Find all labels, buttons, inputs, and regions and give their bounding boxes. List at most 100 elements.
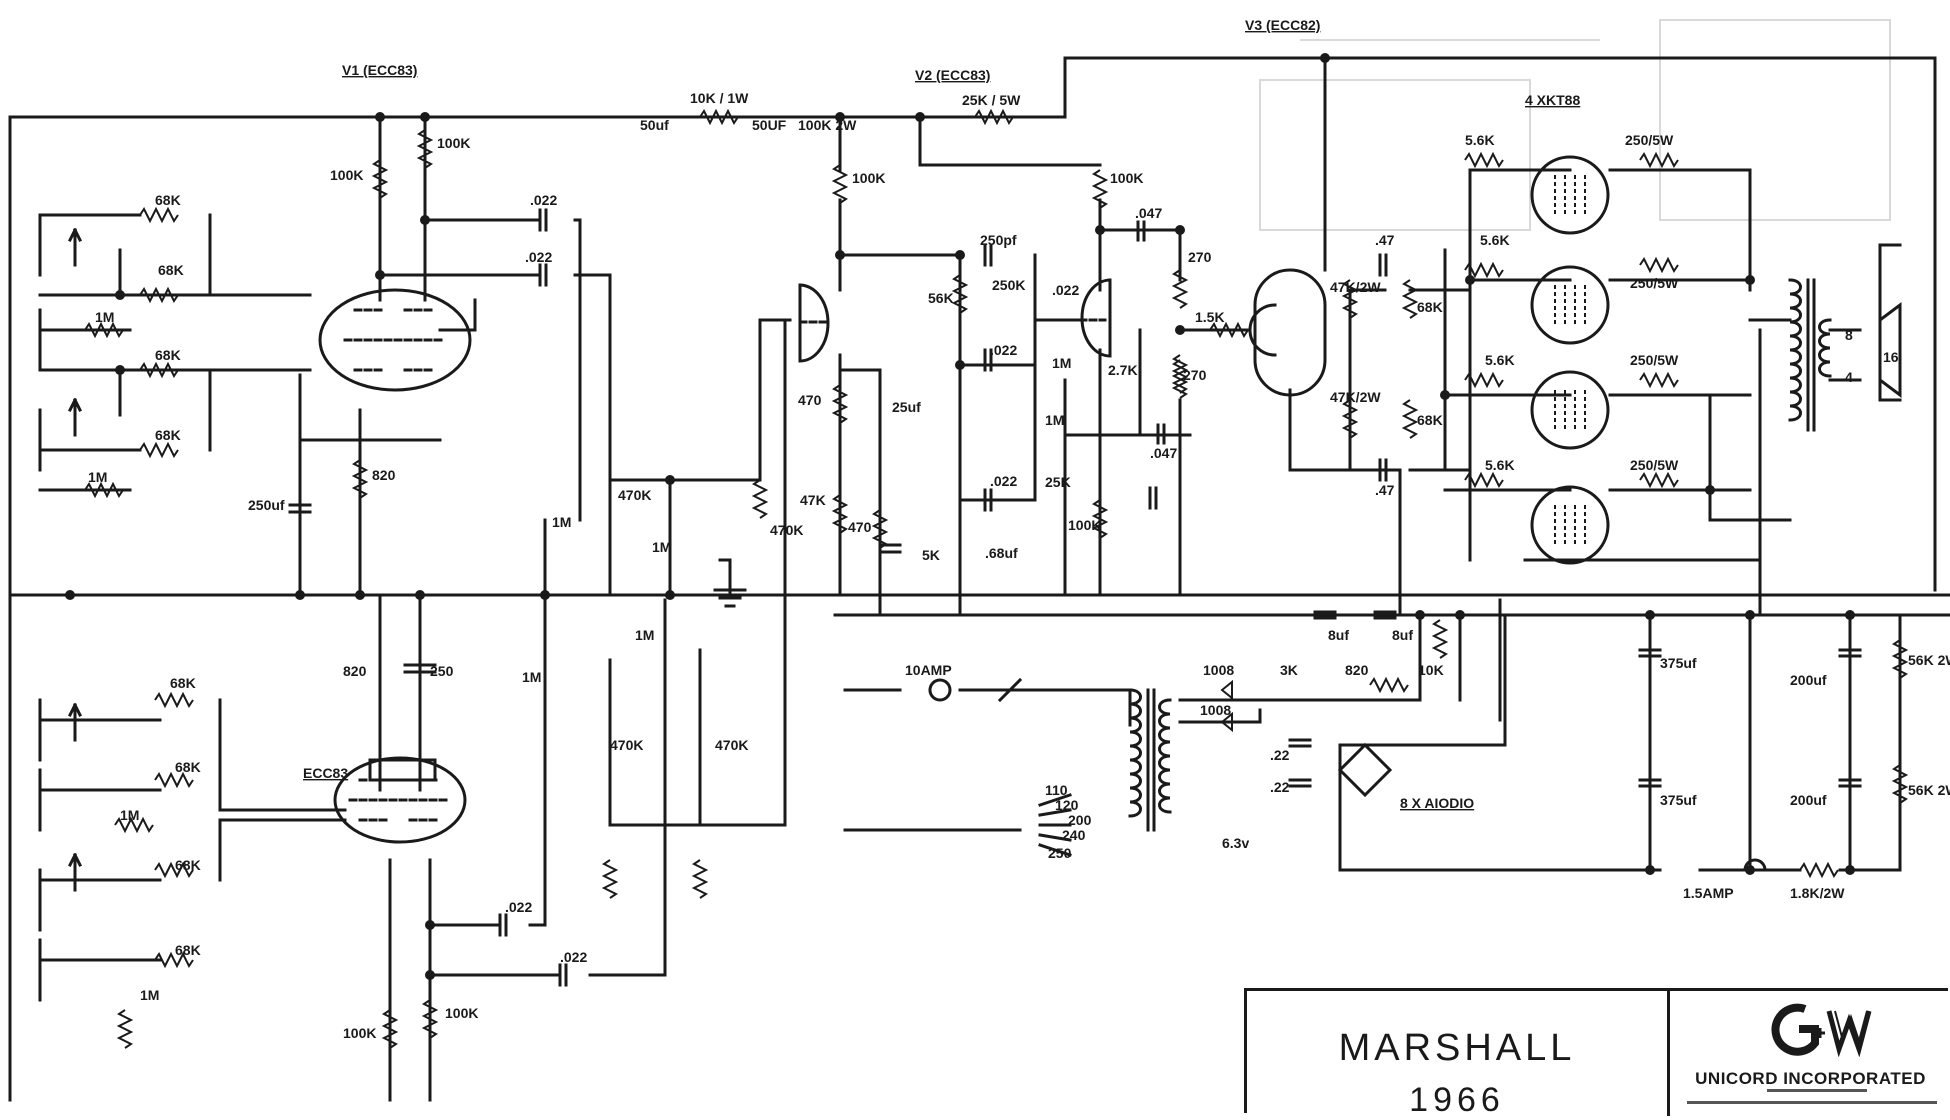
wiring: [8, 56, 1950, 1102]
label-v3: V3 (ECC82): [1245, 17, 1320, 33]
label-c-250: 250: [430, 663, 454, 679]
gw-logo: [1771, 1003, 1872, 1057]
label-c-200uf-b: 200uf: [1790, 792, 1827, 808]
label-r-470-a: 470: [798, 392, 822, 408]
label-r-1m-4: 1M: [140, 987, 159, 1003]
label-r-68k-5: 68K: [170, 675, 196, 691]
label-r-47k-2w-a: 47K/2W: [1330, 279, 1381, 295]
label-c-250uf: 250uf: [248, 497, 285, 513]
tubes: [318, 155, 1610, 844]
label-c-047-b: .047: [1150, 445, 1177, 461]
label-r-25k-5w: 25K / 5W: [962, 92, 1021, 108]
model-name: MARSHALL: [1338, 1027, 1576, 1069]
label-r-68k-4: 68K: [155, 427, 181, 443]
label-p-1m-f: 1M: [635, 627, 654, 643]
capacitors: [288, 208, 1862, 987]
label-v-250: 250: [1048, 845, 1072, 861]
label-r-56k-2w-b: 56K 2W: [1908, 782, 1950, 798]
label-r-68k-p: 68K: [1417, 299, 1443, 315]
label-r-100k-g: 100K: [445, 1005, 478, 1021]
company-name: UNICORD INCORPORATED: [1695, 1069, 1926, 1088]
label-r-5-6k-1: 5.6K: [1465, 132, 1495, 148]
label-r-470k-b: 470K: [770, 522, 803, 538]
label-v-240: 240: [1062, 827, 1086, 843]
label-r-470-b: 470: [848, 519, 872, 535]
label-v-6-3: 6.3v: [1222, 835, 1249, 851]
label-c-47-a: .47: [1375, 232, 1395, 248]
label-r-2-7k: 2.7K: [1108, 362, 1138, 378]
label-r-100k-b: 100K: [437, 135, 470, 151]
label-r-1m-2: 1M: [88, 469, 107, 485]
label-v-110: 110: [1045, 782, 1068, 798]
label-r-100k-d: 100K: [1110, 170, 1143, 186]
transformers: [713, 278, 1902, 872]
label-r-1-8k-2w: 1.8K/2W: [1790, 885, 1845, 901]
label-r-100k-2w: 100K 2W: [798, 117, 857, 133]
label-r-56k: 56K: [928, 290, 954, 306]
label-r-820-b: 820: [1345, 662, 1369, 678]
label-power-tubes: 4 XKT88: [1525, 92, 1580, 108]
label-c-200uf-a: 200uf: [1790, 672, 1827, 688]
label-r-820-a: 820: [372, 467, 396, 483]
label-r-5-6k-2: 5.6K: [1480, 232, 1510, 248]
label-r-470k-d: 470K: [715, 737, 748, 753]
label-tap-8: 8: [1845, 327, 1853, 343]
label-v-200: 200: [1068, 812, 1092, 828]
label-c-047-a: .047: [1135, 205, 1162, 221]
fine-print-line: [1687, 1101, 1937, 1104]
label-c-22-a: .22: [1270, 747, 1290, 763]
label-r-5-6k-3: 5.6K: [1485, 352, 1515, 368]
label-r-3k: 3K: [1280, 662, 1298, 678]
label-p-1m-d: 1M: [1045, 412, 1064, 428]
label-p-5k: 5K: [922, 547, 940, 563]
label-c-375uf-a: 375uf: [1660, 655, 1697, 671]
label-v1: V1 (ECC83): [342, 62, 417, 78]
label-c-8uf-a: 8uf: [1328, 627, 1349, 643]
label-r-10k: 10K: [1418, 662, 1444, 678]
label-v-120: 120: [1055, 797, 1079, 813]
label-c-68uf: .68uf: [985, 545, 1018, 561]
label-c-250pf: 250pf: [980, 232, 1017, 248]
component-labels: V1 (ECC83) V2 (ECC83) V3 (ECC82) 4 XKT88…: [88, 17, 1950, 1041]
label-r-100k-f: 100K: [343, 1025, 376, 1041]
label-r-250-5w-1: 250/5W: [1625, 132, 1674, 148]
label-c-22-b: .22: [1270, 779, 1290, 795]
label-c-022-f: .022: [505, 899, 532, 915]
label-c-8uf-b: 8uf: [1392, 627, 1413, 643]
label-p-25k: 25K: [1045, 474, 1071, 490]
label-tap-4: 4: [1845, 369, 1853, 385]
label-r-10k-1w: 10K / 1W: [690, 90, 749, 106]
label-c-022-d: .022: [990, 342, 1017, 358]
label-r-250-5w-3: 250/5W: [1630, 352, 1679, 368]
label-p-1m-e: 1M: [522, 669, 541, 685]
label-r-100k-c: 100K: [852, 170, 885, 186]
label-c-022-c: .022: [1052, 282, 1079, 298]
label-r-820-c: 820: [343, 663, 367, 679]
label-fuse-1-5amp: 1.5AMP: [1683, 885, 1734, 901]
label-r-68k-1: 68K: [155, 192, 181, 208]
label-p-1m-b: 1M: [652, 539, 671, 555]
label-tap-16: 16: [1883, 349, 1899, 365]
label-d-1008-a: 1008: [1203, 662, 1234, 678]
label-r-100k-a: 100K: [330, 167, 363, 183]
label-p-1m-c: 1M: [1052, 355, 1071, 371]
label-c-47-b: .47: [1375, 482, 1395, 498]
title-block-divider: [1667, 991, 1670, 1116]
label-c-022-a: .022: [530, 192, 557, 208]
label-r-470k-a: 470K: [618, 487, 651, 503]
label-c-50uf-b: 50UF: [752, 117, 787, 133]
label-c-022-e: .022: [990, 473, 1017, 489]
label-r-250-5w-2: 250/5W: [1630, 275, 1679, 291]
label-r-270-b: 270: [1183, 367, 1207, 383]
label-r-1m-1: 1M: [95, 309, 114, 325]
label-c-375uf-b: 375uf: [1660, 792, 1697, 808]
label-bridge: 8 X AIODIO: [1400, 795, 1474, 811]
model-year: 1966: [1409, 1081, 1505, 1119]
label-r-250-5w-4: 250/5W: [1630, 457, 1679, 473]
label-c-50uf: 50uf: [640, 117, 669, 133]
label-r-5-6k-4: 5.6K: [1485, 457, 1515, 473]
label-fuse-10amp: 10AMP: [905, 662, 952, 678]
resistors: [84, 110, 1907, 1049]
label-c-022-g: .022: [560, 949, 587, 965]
